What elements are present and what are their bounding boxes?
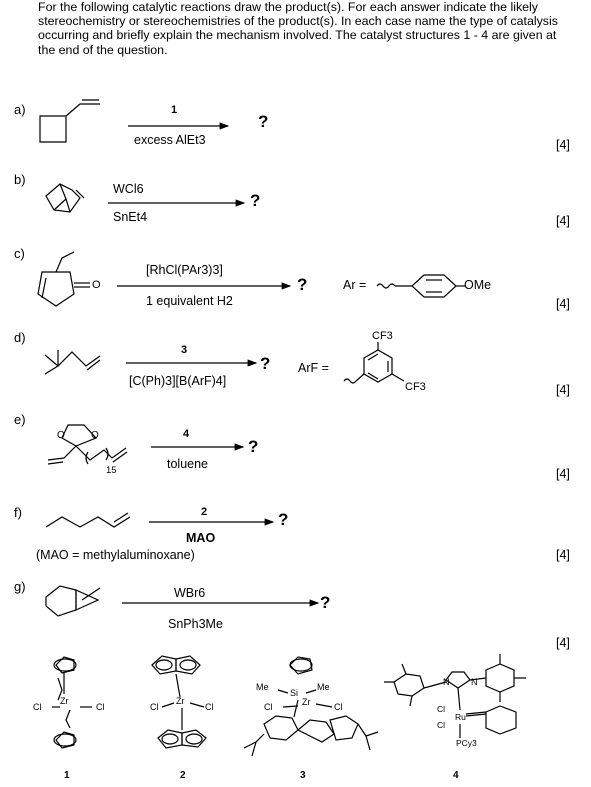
reagent-g-above: WBr6: [174, 586, 206, 600]
reagent-a-below: excess AlEt3: [134, 133, 206, 147]
marks-d: [4]: [556, 383, 570, 397]
reagent-f-below: MAO: [186, 531, 216, 545]
cat2-cl-left: Cl: [150, 702, 159, 712]
substrate-e: [48, 425, 127, 464]
substrate-d: [45, 350, 100, 374]
cat1-cl-right: Cl: [96, 702, 105, 712]
cat4-n-right: N: [471, 677, 478, 687]
catalyst-3-structure: [244, 657, 378, 756]
cat4-ru: Ru: [455, 712, 466, 722]
catalyst-number-2: 2: [180, 770, 186, 781]
cf3-top-label: CF3: [372, 330, 393, 342]
catalyst-number-3: 3: [300, 770, 306, 781]
arf-group-structure: [344, 342, 404, 383]
cf3-bottom-label: CF3: [405, 381, 426, 393]
marks-b: [4]: [556, 214, 570, 228]
cat3-me-right: Me: [317, 682, 330, 692]
marks-c: [4]: [556, 297, 570, 311]
reagent-b-above: WCl6: [113, 182, 144, 196]
substrate-b: [46, 184, 84, 212]
arf-definition-label: ArF =: [298, 361, 329, 375]
substrate-a: [40, 100, 100, 142]
reagent-a-above: 1: [171, 104, 178, 116]
catalyst-4-structure: [384, 654, 526, 738]
product-b-unknown: ?: [250, 191, 261, 210]
ar-definition-label: Ar =: [343, 278, 367, 292]
catalyst-number-4: 4: [453, 770, 459, 781]
product-a-unknown: ?: [258, 112, 269, 131]
mao-definition: (MAO = methylaluminoxane): [36, 548, 195, 562]
substrate-c: [38, 252, 90, 306]
ketal-oxygen-right: O: [91, 430, 99, 441]
part-label-a: a): [14, 102, 26, 117]
substrate-f: [46, 513, 130, 527]
reagent-b-below: SnEt4: [113, 210, 148, 224]
reagent-e-below: toluene: [167, 457, 209, 471]
ketone-oxygen: O: [92, 279, 101, 291]
product-d-unknown: ?: [260, 354, 271, 373]
catalyst-2-structure: [152, 656, 206, 748]
cat2-cl-right: Cl: [205, 702, 214, 712]
product-f-unknown: ?: [278, 510, 289, 529]
cat4-cl-bottom: Cl: [437, 720, 446, 730]
product-c-unknown: ?: [297, 275, 308, 294]
marks-a: [4]: [556, 138, 570, 152]
catalyst-number-1: 1: [64, 770, 70, 781]
product-g-unknown: ?: [320, 593, 331, 612]
cat2-zr: Zr: [176, 696, 185, 706]
cat3-me-left: Me: [256, 682, 269, 692]
part-label-g: g): [14, 579, 26, 594]
part-label-f: f): [14, 505, 22, 520]
part-label-b: b): [14, 172, 26, 187]
catalyst-1-structure: [52, 657, 92, 748]
reagent-d-above: 3: [181, 344, 188, 356]
methoxy-label: OMe: [464, 278, 492, 292]
cat1-zr: Zr: [60, 696, 69, 706]
reagent-c-below: 1 equivalent H2: [146, 294, 233, 308]
product-e-unknown: ?: [248, 437, 259, 456]
cat3-cl-right: Cl: [334, 702, 343, 712]
question-intro: For the following catalytic reactions dr…: [38, 0, 558, 57]
ar-group-structure: [377, 275, 466, 297]
marks-f: [4]: [556, 548, 570, 562]
cat4-cl-top: Cl: [437, 704, 446, 714]
part-label-c: c): [14, 246, 25, 261]
repeat-count: 15: [106, 465, 117, 476]
cat3-cl-left: Cl: [264, 702, 273, 712]
marks-e: [4]: [556, 467, 570, 481]
part-label-d: d): [14, 330, 26, 345]
reagent-g-below: SnPh3Me: [168, 617, 223, 631]
reagent-f-above: 2: [201, 506, 208, 518]
cat4-n-left: N: [443, 677, 450, 687]
reagent-e-above: 4: [183, 428, 190, 440]
cat4-pcy3: PCy3: [456, 738, 477, 748]
cat3-si: Si: [290, 688, 299, 698]
part-label-e: e): [14, 412, 26, 427]
marks-g: [4]: [556, 636, 570, 650]
reagent-c-above: [RhCl(PAr3)3]: [146, 263, 223, 277]
reagent-d-below: [C(Ph)3][B(ArF)4]: [129, 374, 227, 388]
substrate-g: [46, 586, 100, 616]
cat3-zr: Zr: [302, 697, 311, 707]
ketal-oxygen-left: O: [57, 430, 65, 441]
cat1-cl-left: Cl: [33, 702, 42, 712]
